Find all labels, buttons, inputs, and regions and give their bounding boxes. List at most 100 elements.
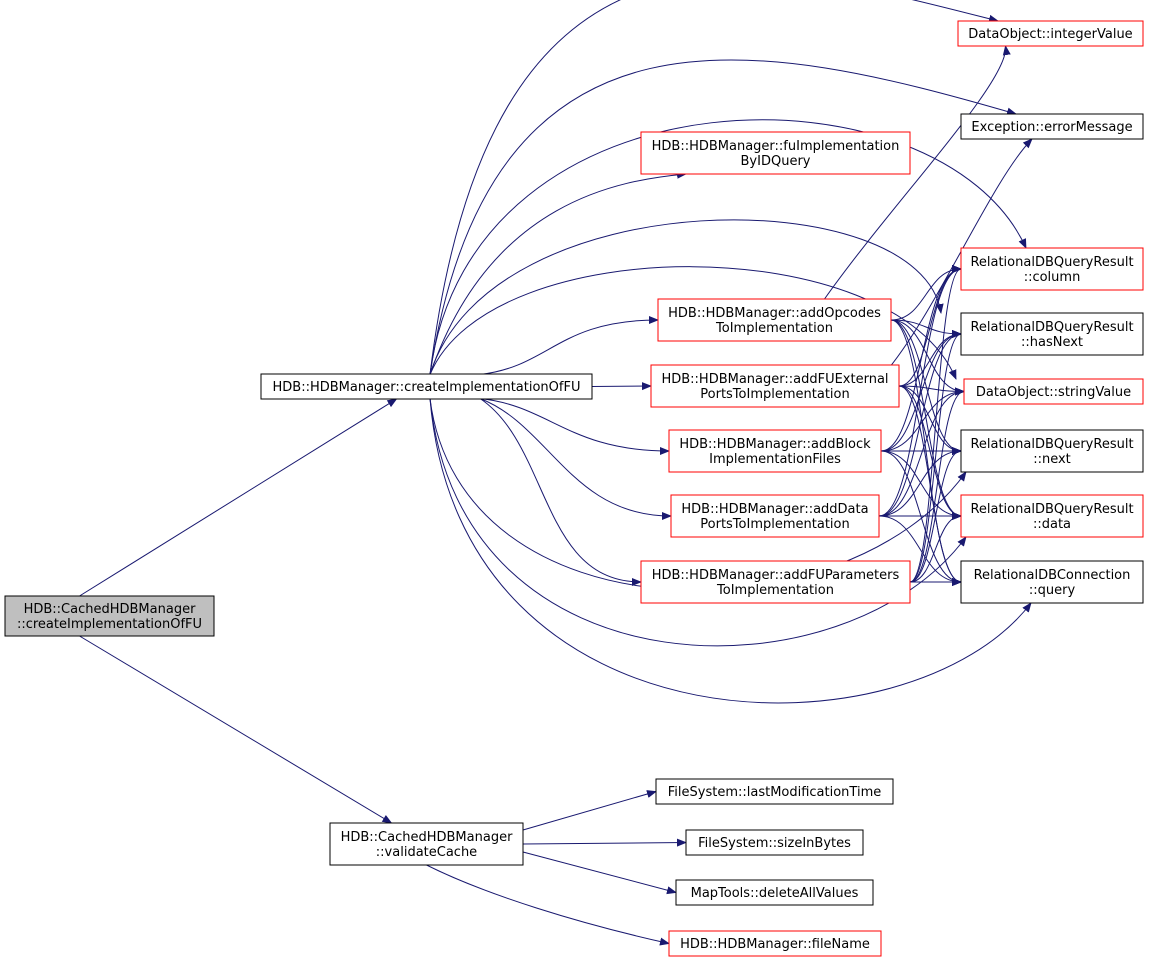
node-box <box>260 373 593 400</box>
node-hasNext[interactable]: RelationalDBQueryResult::hasNext <box>960 312 1144 356</box>
edge-validateCache-to-lastMod <box>522 790 657 831</box>
node-column[interactable]: RelationalDBQueryResult::column <box>960 247 1144 291</box>
edge-addBlock-to-hasNext <box>880 330 962 452</box>
edge-root-to-createImpl <box>79 398 398 597</box>
node-label: ::hasNext <box>1021 335 1083 350</box>
node-box <box>963 378 1144 405</box>
node-label: RelationalDBConnection <box>974 568 1131 583</box>
node-fileName[interactable]: HDB::HDBManager::fileName <box>668 930 882 957</box>
node-label: HDB::HDBManager::addFUExternal <box>661 372 888 387</box>
edge-root-to-validateCache <box>79 635 393 824</box>
node-label: RelationalDBQueryResult <box>970 437 1133 452</box>
node-data[interactable]: RelationalDBQueryResult::data <box>960 494 1144 538</box>
edge-createImpl-to-column <box>429 119 1027 375</box>
node-box <box>960 113 1144 140</box>
edge-addFUExternal-to-errorMessage <box>888 138 1033 369</box>
edge-validateCache-to-deleteAll <box>522 851 677 895</box>
node-label: MapTools::deleteAllValues <box>691 886 859 901</box>
node-label: ::validateCache <box>376 845 477 860</box>
node-label: HDB::HDBManager::addFUParameters <box>652 568 900 583</box>
node-box <box>650 364 900 408</box>
node-createImpl[interactable]: HDB::HDBManager::createImplementationOfF… <box>260 373 593 400</box>
edge-createImpl-to-errorMessage <box>429 59 1017 375</box>
edge-createImpl-to-addData <box>479 398 672 520</box>
node-validateCache[interactable]: HDB::CachedHDBManager::validateCache <box>329 822 524 866</box>
edge-addData-to-stringValue <box>878 387 965 517</box>
node-sizeInBytes[interactable]: FileSystem::sizeInBytes <box>685 829 864 856</box>
node-box <box>960 429 1144 473</box>
node-label: HDB::HDBManager::addBlock <box>679 437 871 452</box>
edge-addBlock-to-data <box>880 450 962 520</box>
node-label: HDB::HDBManager::fileName <box>680 937 870 952</box>
node-addBlock[interactable]: HDB::HDBManager::addBlockImplementationF… <box>668 429 882 473</box>
node-label: HDB::HDBManager::createImplementationOfF… <box>273 380 581 395</box>
node-label: HDB::HDBManager::addData <box>681 502 868 517</box>
edge-createImpl-to-integerValue <box>429 0 999 375</box>
node-root[interactable]: HDB::CachedHDBManager::createImplementat… <box>4 595 215 637</box>
node-label: ToImplementation <box>716 583 834 598</box>
node-label: ::data <box>1033 517 1071 532</box>
node-box <box>4 595 215 637</box>
node-stringValue[interactable]: DataObject::stringValue <box>963 378 1144 405</box>
edge-addBlock-to-stringValue <box>880 387 965 452</box>
node-addData[interactable]: HDB::HDBManager::addDataPortsToImplement… <box>670 494 880 538</box>
edge-addData-to-column <box>878 265 962 517</box>
node-deleteAll[interactable]: MapTools::deleteAllValues <box>675 879 874 906</box>
node-lastMod[interactable]: FileSystem::lastModificationTime <box>655 778 894 805</box>
node-label: Exception::errorMessage <box>971 120 1132 135</box>
edge-addData-to-query <box>878 515 962 586</box>
edge-addFUExternal-to-next <box>898 385 962 455</box>
node-label: ::column <box>1024 270 1081 285</box>
edge-createImpl-to-addBlock <box>479 398 670 455</box>
node-label: RelationalDBQueryResult <box>970 255 1133 270</box>
edge-addOpcodes-to-column <box>890 265 962 321</box>
node-label: HDB::HDBManager::fuImplementation <box>652 139 900 154</box>
node-label: ::createImplementationOfFU <box>17 617 202 632</box>
node-box <box>957 20 1144 47</box>
edge-validateCache-to-fileName <box>426 864 670 946</box>
edge-createImpl-to-fuImplById <box>429 170 687 375</box>
node-box <box>655 778 894 805</box>
edge-createImpl-to-stringValue <box>429 266 957 380</box>
node-label: ::next <box>1033 452 1071 467</box>
node-label: ::query <box>1029 583 1076 598</box>
node-label: ByIDQuery <box>741 154 811 169</box>
node-box <box>668 429 882 473</box>
node-box <box>640 131 911 175</box>
node-box <box>960 560 1144 604</box>
node-label: DataObject::stringValue <box>976 385 1131 400</box>
edge-addBlock-to-column <box>880 265 962 452</box>
node-next[interactable]: RelationalDBQueryResult::next <box>960 429 1144 473</box>
edge-addData-to-hasNext <box>878 330 962 517</box>
call-nodes: HDB::CachedHDBManager::createImplementat… <box>4 20 1144 957</box>
node-box <box>960 494 1144 538</box>
edge-addFUParams-to-column <box>909 265 962 583</box>
edge-addOpcodes-to-data <box>890 319 962 520</box>
node-box <box>640 560 911 604</box>
node-addFUExternal[interactable]: HDB::HDBManager::addFUExternalPortsToImp… <box>650 364 900 408</box>
node-addFUParams[interactable]: HDB::HDBManager::addFUParametersToImplem… <box>640 560 911 604</box>
edge-createImpl-to-hasNext <box>429 219 944 375</box>
edge-addFUParams-to-data <box>909 512 962 583</box>
node-fuImplById[interactable]: HDB::HDBManager::fuImplementationByIDQue… <box>640 131 911 175</box>
edge-createImpl-to-addFUExternal <box>591 382 652 391</box>
node-label: FileSystem::lastModificationTime <box>668 785 882 800</box>
node-label: PortsToImplementation <box>700 517 849 532</box>
edge-createImpl-to-addFUParams <box>479 398 642 586</box>
edge-addData-to-next <box>878 447 962 517</box>
edge-addFUParams-to-next <box>909 447 962 583</box>
node-integerValue[interactable]: DataObject::integerValue <box>957 20 1144 47</box>
node-label: HDB::HDBManager::addOpcodes <box>668 306 881 321</box>
node-addOpcodes[interactable]: HDB::HDBManager::addOpcodesToImplementat… <box>657 298 892 342</box>
node-box <box>657 298 892 342</box>
node-errorMessage[interactable]: Exception::errorMessage <box>960 113 1144 140</box>
edge-addOpcodes-to-stringValue <box>890 319 965 396</box>
call-edges <box>79 0 1033 946</box>
node-label: RelationalDBQueryResult <box>970 502 1133 517</box>
edge-addOpcodes-to-hasNext <box>890 319 962 338</box>
node-label: FileSystem::sizeInBytes <box>698 836 851 851</box>
node-box <box>685 829 864 856</box>
node-query[interactable]: RelationalDBConnection::query <box>960 560 1144 604</box>
edge-addFUParams-to-stringValue <box>909 387 965 583</box>
